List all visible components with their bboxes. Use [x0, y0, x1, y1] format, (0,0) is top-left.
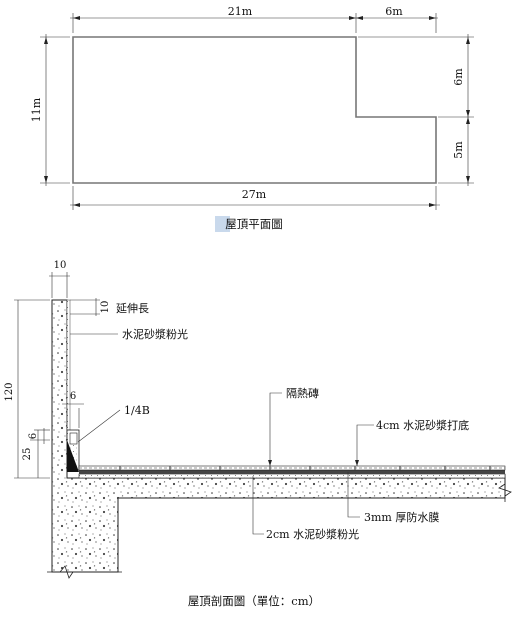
dim-6-top-label: 6 [70, 391, 76, 402]
right-dimension: 6m 5m [358, 34, 474, 186]
dim-120-label: 120 [4, 382, 15, 401]
label-2cm-mortar: 2cm 水泥砂漿粉光 [266, 527, 359, 541]
break-line-bottom [47, 565, 122, 579]
dim-120: 120 [4, 299, 50, 479]
waterproof-fillet [67, 440, 79, 472]
dim-25-label: 25 [22, 448, 33, 461]
dim-6m-right: 6m [452, 68, 465, 86]
roof-plan: 21m 6m 11m 6m 5m 27m [30, 5, 474, 232]
mortar-finish-parapet [66, 299, 71, 431]
dim-10-top: 10 [49, 260, 70, 298]
top-dimension: 21m 6m [70, 5, 438, 33]
label-insulation-brick: 隔熱磚 [286, 387, 319, 400]
insulation-brick-joints [119, 466, 491, 470]
dim-10-side: 10 延伸長 [70, 298, 149, 316]
left-dimension: 11m [30, 34, 70, 186]
label-4cm-mortar: 4cm 水泥砂漿打底 [376, 418, 469, 432]
dim-10-side-label: 10 [100, 301, 111, 314]
dim-11m: 11m [30, 97, 43, 122]
roof-section: 10 10 延伸長 水泥砂漿粉光 120 25 6 [4, 260, 512, 608]
dim-25-and-6: 25 6 [22, 428, 50, 478]
break-line-right [498, 474, 512, 502]
dim-27m: 27m [242, 188, 267, 201]
bottom-dimension: 27m [70, 186, 440, 210]
section-caption: 屋頂剖面圖（單位：cm） [188, 594, 320, 608]
label-mortar-finish: 水泥砂漿粉光 [122, 327, 188, 341]
dim-5m-right: 5m [452, 141, 465, 159]
dim-6-left-label: 6 [28, 433, 39, 439]
label-extend: 延伸長 [116, 302, 149, 315]
label-quarter-b: 1/4B [124, 404, 150, 417]
plan-caption: 屋頂平面圖 [225, 217, 283, 231]
label-3mm-membrane: 3mm 厚防水膜 [364, 510, 439, 524]
roof-outline [72, 36, 437, 184]
dim-6m-top: 6m [385, 5, 403, 18]
dim-6-brick: 6 [62, 391, 84, 428]
waterproof-membrane-3mm [79, 470, 505, 474]
mortar-finish-2cm [78, 473, 506, 479]
caption-highlight [215, 216, 230, 232]
dim-10-label: 10 [54, 260, 67, 271]
dim-21m: 21m [228, 5, 253, 18]
